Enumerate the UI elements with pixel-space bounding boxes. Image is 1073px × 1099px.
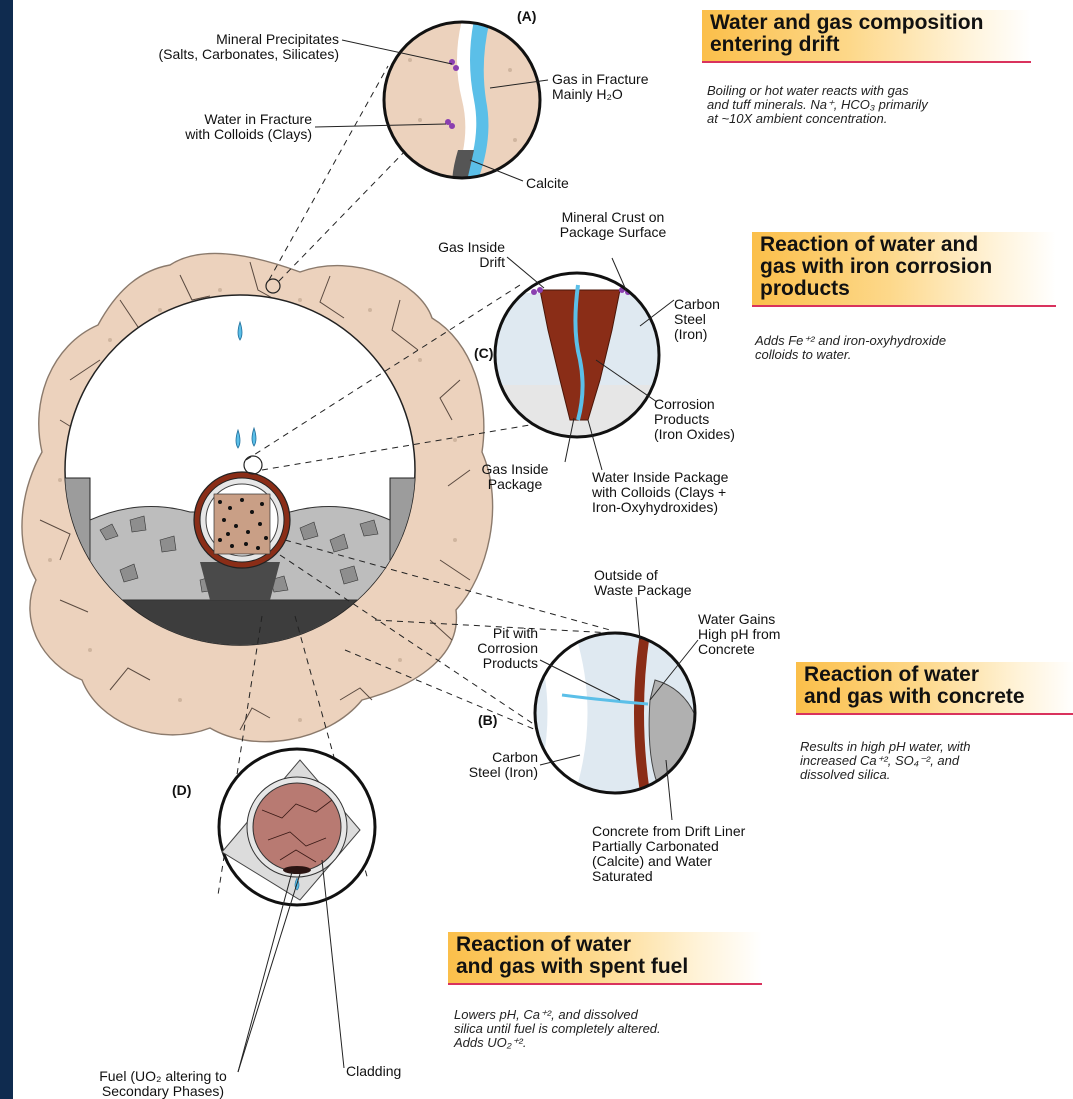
- label-mineral-precipitates: Mineral Precipitates(Salts, Carbonates, …: [84, 32, 339, 62]
- panel-tag-b: (B): [478, 712, 497, 728]
- panel-tag-c: (C): [474, 345, 493, 361]
- panel-tag-d: (D): [172, 782, 191, 798]
- panel-tag-a: (A): [517, 8, 536, 24]
- waste-package: [194, 472, 290, 568]
- panel-b: [535, 597, 700, 820]
- panel-a: [315, 20, 548, 185]
- panel-d: [219, 749, 375, 1072]
- panel-c: [495, 257, 674, 470]
- label-cladding: Cladding: [346, 1064, 401, 1079]
- label-calcite: Calcite: [526, 176, 569, 191]
